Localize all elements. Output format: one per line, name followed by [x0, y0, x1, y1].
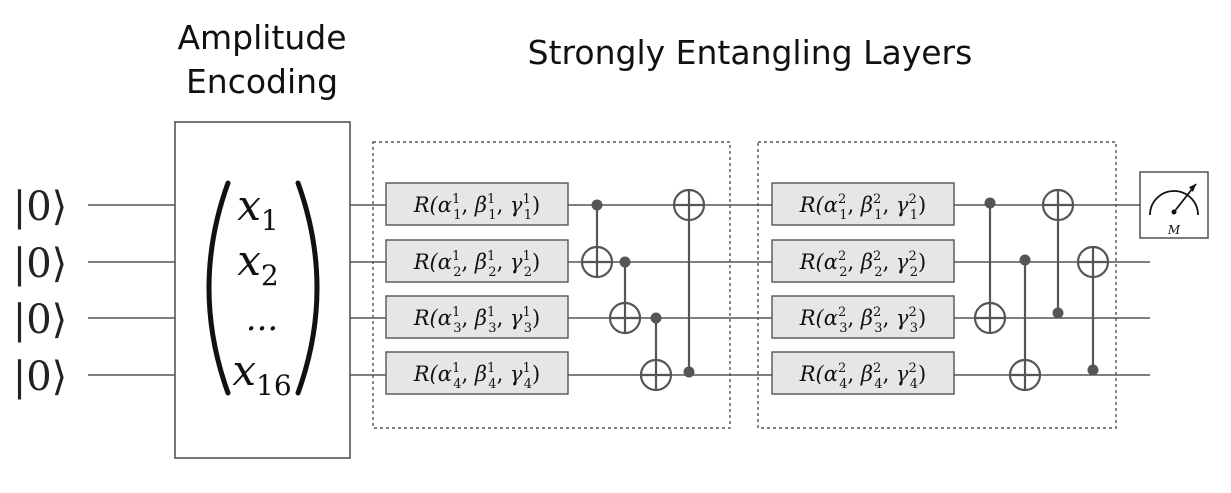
- cnot-l1-3: [639, 312, 673, 392]
- input-wires: [88, 204, 175, 376]
- layers-title: Strongly Entangling Layers: [528, 33, 973, 72]
- control-dot: [1052, 307, 1064, 319]
- encoding-title-line2: Encoding: [186, 62, 338, 101]
- vector-ellipsis: ...: [246, 299, 278, 339]
- vector-entry-4: x16: [232, 346, 291, 402]
- control-dot: [619, 256, 631, 268]
- control-dot: [650, 312, 662, 324]
- encoding-title-line1: Amplitude: [177, 18, 346, 57]
- circuit-wires: [350, 204, 1150, 376]
- layer-1-frame: [372, 141, 731, 429]
- measurement-label: M: [1167, 223, 1181, 237]
- control-dot: [683, 366, 695, 378]
- svg-text:R(α22, β22, γ22): R(α22, β22, γ22): [799, 249, 927, 280]
- svg-text:R(α23, β23, γ23): R(α23, β23, γ23): [799, 305, 927, 336]
- svg-text:R(α14, β14, γ14): R(α14, β14, γ14): [413, 361, 541, 392]
- right-parenthesis: [295, 180, 320, 396]
- cnot-l1-4: [672, 188, 706, 378]
- left-parenthesis: [206, 180, 231, 396]
- amplitude-encoding-block: x1 x2 ... x16: [174, 121, 351, 459]
- svg-text:R(α13, β13, γ13): R(α13, β13, γ13): [413, 305, 541, 336]
- control-dot: [984, 197, 996, 209]
- cnot-l1-1: [580, 199, 614, 279]
- control-dot: [1019, 254, 1031, 266]
- cnot-l2-4: [1076, 245, 1110, 376]
- layer-2-frame: [757, 141, 1117, 429]
- svg-text:R(α12, β12, γ12): R(α12, β12, γ12): [413, 249, 541, 280]
- input-ket-2: |0⟩: [13, 241, 68, 287]
- vector-entry-2: x2: [237, 236, 279, 292]
- input-ket-4: |0⟩: [13, 354, 68, 400]
- cnot-l2-2: [1008, 254, 1042, 392]
- svg-text:R(α21, β21, γ21): R(α21, β21, γ21): [799, 192, 927, 223]
- input-states: |0⟩ |0⟩ |0⟩ |0⟩: [13, 184, 68, 400]
- control-dot: [1087, 364, 1099, 376]
- vector-entry-1: x1: [237, 181, 279, 237]
- cnot-l2-1: [973, 197, 1007, 335]
- svg-text:R(α24, β24, γ24): R(α24, β24, γ24): [799, 361, 927, 392]
- input-ket-3: |0⟩: [13, 297, 68, 343]
- control-dot: [591, 199, 603, 211]
- cnot-l1-2: [608, 256, 642, 335]
- svg-text:R(α11, β11, γ11): R(α11, β11, γ11): [413, 192, 541, 223]
- cnot-l2-3: [1041, 188, 1075, 319]
- measurement-box: M: [1139, 171, 1209, 239]
- input-ket-1: |0⟩: [13, 184, 68, 230]
- encoding-box: [174, 121, 351, 459]
- meter-icon: [1149, 183, 1199, 216]
